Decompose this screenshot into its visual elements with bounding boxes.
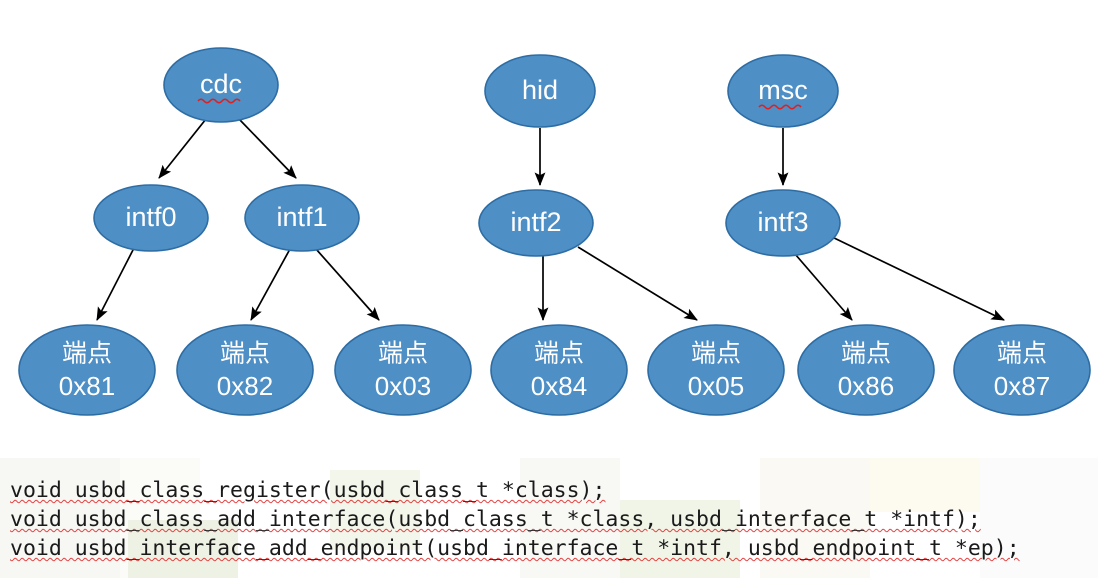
node-intf3-shape[interactable] xyxy=(725,189,841,257)
edge-layer xyxy=(96,118,1005,322)
node-cdc-label: cdc xyxy=(200,69,242,99)
node-msc[interactable]: msc xyxy=(727,54,839,128)
node-msc-spellcheck-underline xyxy=(758,104,802,110)
node-endpoint-0x03-label-hex: 0x03 xyxy=(375,371,431,401)
node-intf0-label: intf0 xyxy=(125,202,176,232)
node-endpoint-0x84-label-cn: 端点 xyxy=(534,340,584,368)
node-msc-label: msc xyxy=(758,75,808,105)
node-intf1-label: intf1 xyxy=(276,202,327,232)
node-endpoint-0x86-label-cn: 端点 xyxy=(841,340,891,368)
node-endpoint-0x86[interactable]: 端点 0x86 xyxy=(797,324,935,416)
node-endpoint-0x84[interactable]: 端点 0x84 xyxy=(490,324,628,416)
node-intf1-shape[interactable] xyxy=(244,184,360,252)
node-endpoint-0x03-label-cn: 端点 xyxy=(378,340,428,368)
api-code-block: void usbd_class_register(usbd_class_t *c… xyxy=(10,476,1090,563)
edge-cdc-intf1 xyxy=(238,118,297,179)
node-hid[interactable]: hid xyxy=(484,54,596,128)
node-endpoint-0x87[interactable]: 端点 0x87 xyxy=(953,324,1091,416)
node-msc-shape[interactable] xyxy=(727,54,839,128)
node-endpoint-0x05[interactable]: 端点 0x05 xyxy=(647,324,785,416)
node-endpoint-0x03-shape[interactable] xyxy=(334,324,472,416)
node-endpoint-0x81-label-hex: 0x81 xyxy=(59,371,115,401)
node-endpoint-0x82-shape[interactable] xyxy=(176,324,314,416)
node-intf2-label: intf2 xyxy=(510,207,561,237)
node-intf0-shape[interactable] xyxy=(93,184,209,252)
node-endpoint-0x84-shape[interactable] xyxy=(490,324,628,416)
node-intf2[interactable]: intf2 xyxy=(478,189,594,257)
node-intf0[interactable]: intf0 xyxy=(93,184,209,252)
edge-intf0-ep81 xyxy=(96,247,135,321)
node-cdc-shape[interactable] xyxy=(163,47,279,123)
code-line-3: void usbd_interface_add_endpoint(usbd_in… xyxy=(10,536,1020,561)
node-endpoint-0x05-label-cn: 端点 xyxy=(691,340,741,368)
edge-intf2-ep05 xyxy=(577,246,698,321)
node-cdc[interactable]: cdc xyxy=(163,47,279,123)
node-endpoint-0x87-label-hex: 0x87 xyxy=(994,371,1050,401)
node-endpoint-0x86-label-hex: 0x86 xyxy=(838,371,894,401)
node-endpoint-0x03[interactable]: 端点 0x03 xyxy=(334,324,472,416)
node-intf3[interactable]: intf3 xyxy=(725,189,841,257)
node-endpoint-0x82-label-cn: 端点 xyxy=(220,340,270,368)
code-line-1: void usbd_class_register(usbd_class_t *c… xyxy=(10,478,606,503)
edge-intf3-ep87 xyxy=(829,235,1005,321)
edge-intf1-ep03 xyxy=(315,248,380,321)
node-intf2-shape[interactable] xyxy=(478,189,594,257)
node-endpoint-0x82-label-hex: 0x82 xyxy=(217,371,273,401)
node-endpoint-0x82[interactable]: 端点 0x82 xyxy=(176,324,314,416)
node-endpoint-0x81[interactable]: 端点 0x81 xyxy=(18,324,156,416)
node-hid-label: hid xyxy=(522,75,558,105)
node-endpoint-0x87-shape[interactable] xyxy=(953,324,1091,416)
node-endpoint-0x84-label-hex: 0x84 xyxy=(531,371,587,401)
node-endpoint-0x86-shape[interactable] xyxy=(797,324,935,416)
node-endpoint-0x05-shape[interactable] xyxy=(647,324,785,416)
node-hid-shape[interactable] xyxy=(484,54,596,128)
node-endpoint-0x05-label-hex: 0x05 xyxy=(688,371,744,401)
node-cdc-spellcheck-underline xyxy=(197,98,241,104)
node-endpoint-0x81-shape[interactable] xyxy=(18,324,156,416)
node-intf3-label: intf3 xyxy=(757,207,808,237)
edge-cdc-intf0 xyxy=(158,118,207,179)
node-intf1[interactable]: intf1 xyxy=(244,184,360,252)
node-endpoint-0x87-label-cn: 端点 xyxy=(997,340,1047,368)
edge-intf3-ep86 xyxy=(794,253,853,321)
code-line-2: void usbd_class_add_interface(usbd_class… xyxy=(10,507,981,532)
edge-intf1-ep82 xyxy=(250,248,291,321)
class-interface-endpoint-tree: cdc hid msc intf0 intf1 intf2 intf3 xyxy=(18,47,1091,416)
node-endpoint-0x81-label-cn: 端点 xyxy=(62,340,112,368)
